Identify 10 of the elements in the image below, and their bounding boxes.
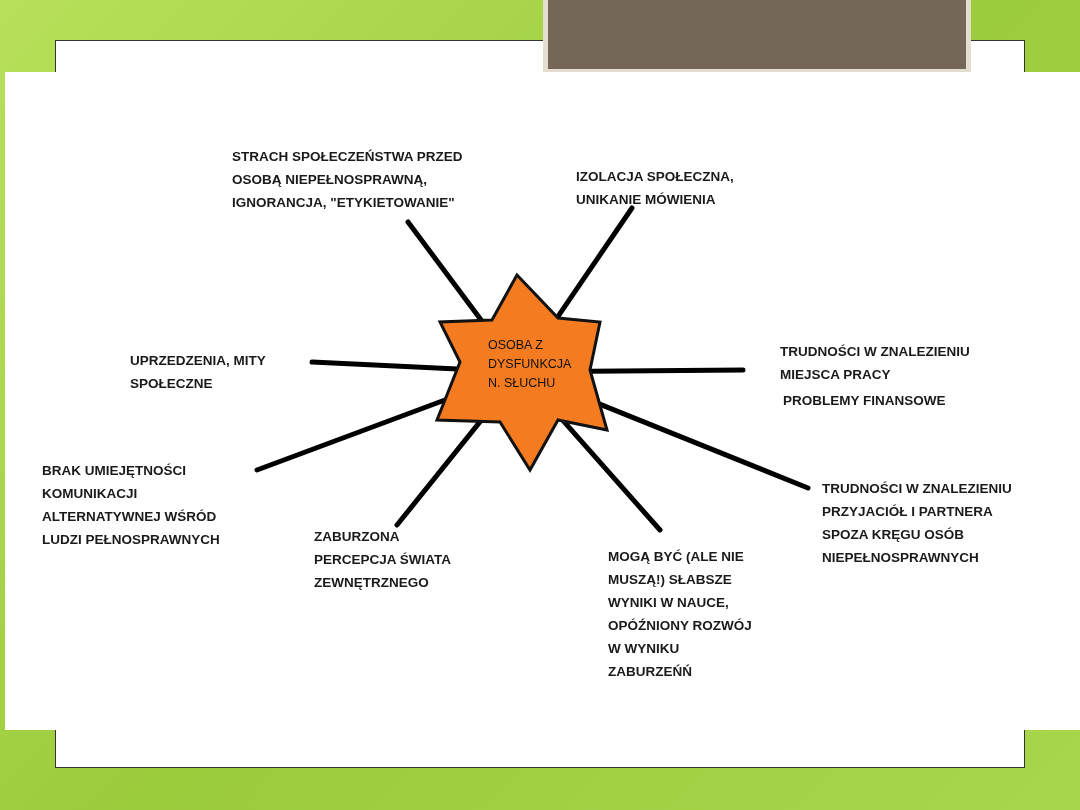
problem-text: BRAK UMIEJĘTNOŚCI KOMUNIKACJI ALTERNATYWNEJ WŚRÓD LUDZI PEŁNOSPRAWNYCH [42, 462, 221, 549]
problem-text: PROBLEMY FINANSOWE [782, 392, 947, 410]
problem-text: TRUDNOŚCI W ZNALEZIENIU PRZYJACIÓŁ I PARTNERA SPOZA KRĘGU OSÓB NIEPEŁNOSPRAWNYCH [822, 480, 1013, 567]
problem-text: MOGĄ BYĆ (ALE NIE MUSZĄ!) SŁABSZE WYNIKI W NAUCE, OPÓŹNIONY ROZWÓJ W WYNIKU ZABURZEŃŃ [608, 548, 753, 681]
problem-text: UPRZEDZENIA, MITY SPOŁECZNE [130, 352, 267, 393]
problem-text: ZABURZONA PERCEPCJA ŚWIATA ZEWNĘTRZNEGO [314, 528, 452, 592]
problem-text: IZOLACJA SPOŁECZNA, UNIKANIE MÓWIENIA [576, 168, 735, 209]
problem-text: TRUDNOŚCI W ZNALEZIENIU MIEJSCA PRACY [780, 343, 971, 384]
star-label: OSOBA Z DYSFUNKCJA N. SŁUCHU [488, 337, 572, 392]
problem-text: STRACH SPOŁECZEŃSTWA PRZED OSOBĄ NIEPEŁNOSPRAWNĄ, IGNORANCJA, "ETYKIETOWANIE" [232, 148, 464, 212]
